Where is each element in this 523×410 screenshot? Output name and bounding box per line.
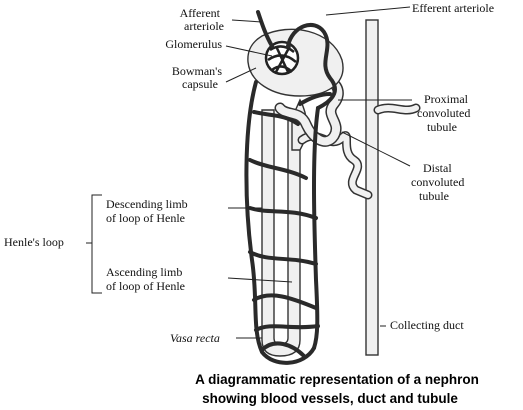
label-bowmans-capsule: Bowman's (172, 64, 222, 78)
label-henles-loop: Henle's loop (4, 235, 64, 249)
label-collecting-duct: Collecting duct (390, 318, 464, 332)
label-afferent-arteriole-2: arteriole (184, 19, 224, 33)
label-glomerulus: Glomerulus (165, 37, 222, 51)
label-proximal-tubule-3: tubule (427, 120, 457, 134)
label-descending-limb: Descending limb (106, 197, 188, 211)
collecting-duct (365, 19, 379, 356)
proximal-convoluted-tubule (274, 72, 344, 147)
label-efferent-arteriole: Efferent arteriole (412, 1, 494, 15)
caption-line-2: showing blood vessels, duct and tubule (202, 391, 458, 406)
figure-caption: A diagrammatic representation of a nephr… (195, 372, 479, 406)
label-vasa-recta: Vasa recta (170, 331, 220, 345)
label-proximal-tubule: Proximal (424, 92, 469, 106)
distal-convoluted-tubule (297, 103, 421, 200)
caption-line-1: A diagrammatic representation of a nephr… (195, 372, 479, 387)
arterioles (256, 10, 337, 110)
leader-lines (86, 6, 412, 339)
label-ascending-limb: Ascending limb (106, 265, 182, 279)
label-distal-tubule-3: tubule (419, 189, 449, 203)
labels: Afferent arteriole Efferent arteriole Gl… (4, 1, 494, 345)
label-ascending-limb-2: of loop of Henle (106, 279, 185, 293)
label-proximal-tubule-2: convoluted (417, 106, 470, 120)
glomerulus (264, 40, 300, 76)
label-descending-limb-2: of loop of Henle (106, 211, 185, 225)
label-afferent-arteriole: Afferent (180, 6, 221, 20)
label-distal-tubule: Distal (423, 161, 452, 175)
vasa-recta (244, 80, 332, 365)
label-distal-tubule-2: convoluted (411, 175, 464, 189)
label-bowmans-capsule-2: capsule (182, 77, 218, 91)
